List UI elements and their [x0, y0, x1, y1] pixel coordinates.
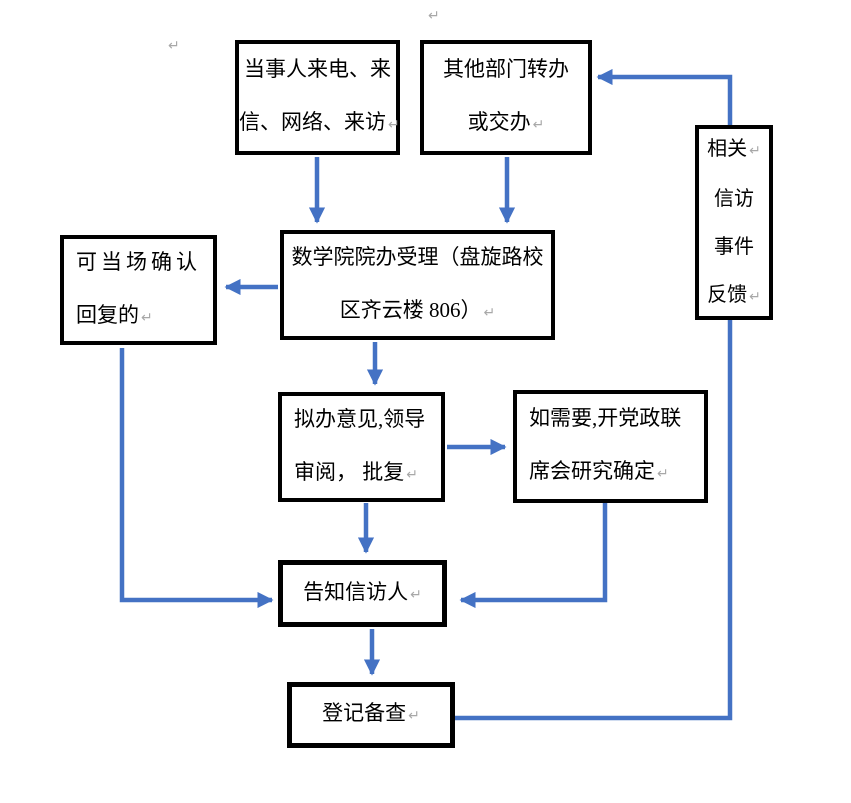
node-notify-line1: 告知信访人↵ — [303, 579, 422, 604]
node-other-dept: 其他部门转办 或交办↵ — [420, 40, 592, 155]
paragraph-mark: ↵ — [532, 117, 545, 133]
paragraph-mark: ↵ — [168, 38, 180, 54]
node-onsite-reply-line2: 回复的↵ — [76, 302, 153, 327]
node-office-accept-line2: 区齐云楼 806）↵ — [339, 297, 496, 322]
node-feedback-line4: 反馈↵ — [707, 283, 761, 306]
paragraph-mark: ↵ — [428, 8, 440, 24]
node-joint-meeting: 如需要,开党政联 席会研究确定↵ — [513, 390, 708, 503]
paragraph-mark: ↵ — [749, 288, 761, 305]
node-draft-opinion-line2: 审阅， 批复↵ — [294, 459, 418, 484]
node-party-contact-line2: 信、网络、来访↵ — [239, 110, 400, 134]
node-joint-meeting-line1: 如需要,开党政联 — [529, 406, 682, 430]
node-feedback-line1: 相关↵ — [707, 137, 761, 160]
paragraph-mark: ↵ — [406, 466, 418, 483]
node-office-accept-line1: 数学院院办受理（盘旋路校 — [291, 244, 544, 269]
node-onsite-reply-line1: 可当场确认 — [76, 249, 201, 274]
paragraph-mark: ↵ — [483, 304, 496, 321]
node-feedback-line2: 信访 — [714, 187, 754, 210]
paragraph-mark: ↵ — [749, 142, 761, 159]
node-party-contact-line1: 当事人来电、来 — [244, 57, 391, 81]
paragraph-mark: ↵ — [410, 586, 422, 603]
node-feedback: 相关↵ 信访 事件 反馈↵ — [695, 125, 773, 320]
node-office-accept: 数学院院办受理（盘旋路校 区齐云楼 806）↵ — [280, 230, 555, 340]
node-register: 登记备查↵ — [287, 682, 455, 748]
node-other-dept-line1: 其他部门转办 — [443, 57, 569, 81]
node-feedback-line3: 事件 — [714, 235, 754, 258]
node-joint-meeting-line2: 席会研究确定↵ — [529, 459, 669, 483]
paragraph-mark: ↵ — [408, 708, 420, 724]
paragraph-mark: ↵ — [141, 309, 153, 326]
node-party-contact: 当事人来电、来 信、网络、来访↵ — [235, 40, 400, 155]
arrow-onsite-to-notify — [119, 348, 274, 609]
paragraph-mark: ↵ — [388, 117, 400, 133]
arrow-meeting-to-notify — [459, 503, 608, 609]
node-draft-opinion-line1: 拟办意见,领导 — [294, 406, 426, 431]
node-onsite-reply: 可当场确认 回复的↵ — [60, 235, 217, 345]
node-other-dept-line2: 或交办↵ — [467, 110, 545, 134]
arrow-register-feedback-to-dept — [455, 68, 733, 721]
node-register-line1: 登记备查↵ — [322, 701, 420, 725]
paragraph-mark: ↵ — [657, 466, 669, 482]
node-notify: 告知信访人↵ — [278, 560, 447, 627]
node-draft-opinion: 拟办意见,领导 审阅， 批复↵ — [278, 392, 445, 502]
